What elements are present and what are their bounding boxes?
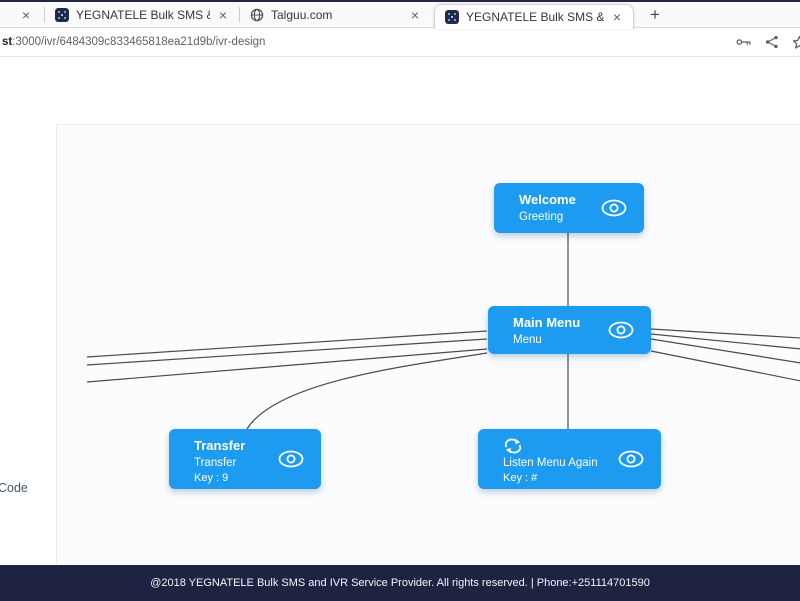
new-tab-button[interactable]: +	[650, 4, 660, 24]
close-icon[interactable]: ×	[21, 6, 30, 23]
node-key: Key : 9	[194, 472, 229, 484]
tab-divider	[239, 7, 240, 22]
node-key: Key : #	[503, 472, 538, 484]
tab-title: Talguu.com	[271, 7, 333, 22]
tab-yegnatele-active[interactable]: YEGNATELE Bulk SMS & IV ×	[434, 4, 634, 29]
node-subtitle: Transfer	[194, 457, 237, 469]
bookmark-star-icon[interactable]	[792, 35, 800, 50]
address-input[interactable]: st:3000/ivr/6484309c833465818ea21d9b/ivr…	[2, 28, 265, 56]
repeat-icon	[504, 438, 522, 454]
node-subtitle: Menu	[513, 334, 542, 346]
app-header: Billing Arthur Arr	[0, 57, 800, 155]
close-icon[interactable]: ×	[612, 9, 621, 25]
page-footer: @2018 YEGNATELE Bulk SMS and IVR Service…	[0, 565, 800, 601]
node-subtitle: Greeting	[519, 211, 564, 223]
tab-divider	[44, 7, 45, 22]
tab-title: YEGNATELE Bulk SMS & I	[76, 7, 210, 22]
node-title: Transfer	[194, 438, 246, 453]
key-icon[interactable]	[736, 34, 752, 50]
node-title: Welcome	[519, 192, 576, 207]
node-title: Listen Menu Again	[503, 457, 598, 469]
tab-clipped[interactable]: ×	[0, 2, 44, 27]
flow-connectors	[86, 233, 800, 430]
url-host: st	[2, 36, 13, 48]
close-icon[interactable]: ×	[218, 6, 227, 23]
eye-icon[interactable]	[277, 449, 305, 469]
eye-icon[interactable]	[617, 449, 645, 469]
flow-node-main-menu[interactable]: Main Menu Menu	[488, 306, 651, 354]
omnibox-actions	[736, 28, 800, 56]
ivr-design-canvas[interactable]: Welcome Greeting Main Menu Menu Transfer…	[56, 124, 800, 565]
node-title: Main Menu	[513, 315, 581, 330]
flow-node-transfer[interactable]: Transfer Transfer Key : 9	[169, 429, 321, 489]
tab-yegnatele-1[interactable]: YEGNATELE Bulk SMS & I ×	[45, 2, 239, 27]
eye-icon[interactable]	[600, 198, 628, 218]
tab-title: YEGNATELE Bulk SMS & IV	[466, 10, 604, 24]
sidebar-item-code[interactable]: Code	[0, 481, 28, 495]
url-path: :3000/ivr/6484309c833465818ea21d9b/ivr-d…	[12, 36, 266, 48]
close-icon[interactable]: ×	[410, 6, 419, 23]
flow-node-welcome[interactable]: Welcome Greeting	[494, 183, 644, 233]
tab-strip: × YEGNATELE Bulk SMS & I × Talguu.com ×	[0, 0, 800, 29]
share-icon[interactable]	[765, 35, 779, 49]
url-bar: st:3000/ivr/6484309c833465818ea21d9b/ivr…	[0, 28, 800, 57]
flow-node-listen-menu-again[interactable]: Listen Menu Again Key : #	[478, 429, 661, 489]
eye-icon[interactable]	[607, 320, 635, 340]
globe-icon	[250, 8, 264, 21]
repeat-icon-row	[503, 438, 647, 454]
yegnatele-favicon-icon	[55, 7, 69, 22]
tab-talguu[interactable]: Talguu.com ×	[240, 2, 431, 27]
yegnatele-favicon-icon	[445, 10, 459, 24]
footer-text: @2018 YEGNATELE Bulk SMS and IVR Service…	[150, 577, 650, 589]
sidebar: Code	[0, 124, 56, 565]
